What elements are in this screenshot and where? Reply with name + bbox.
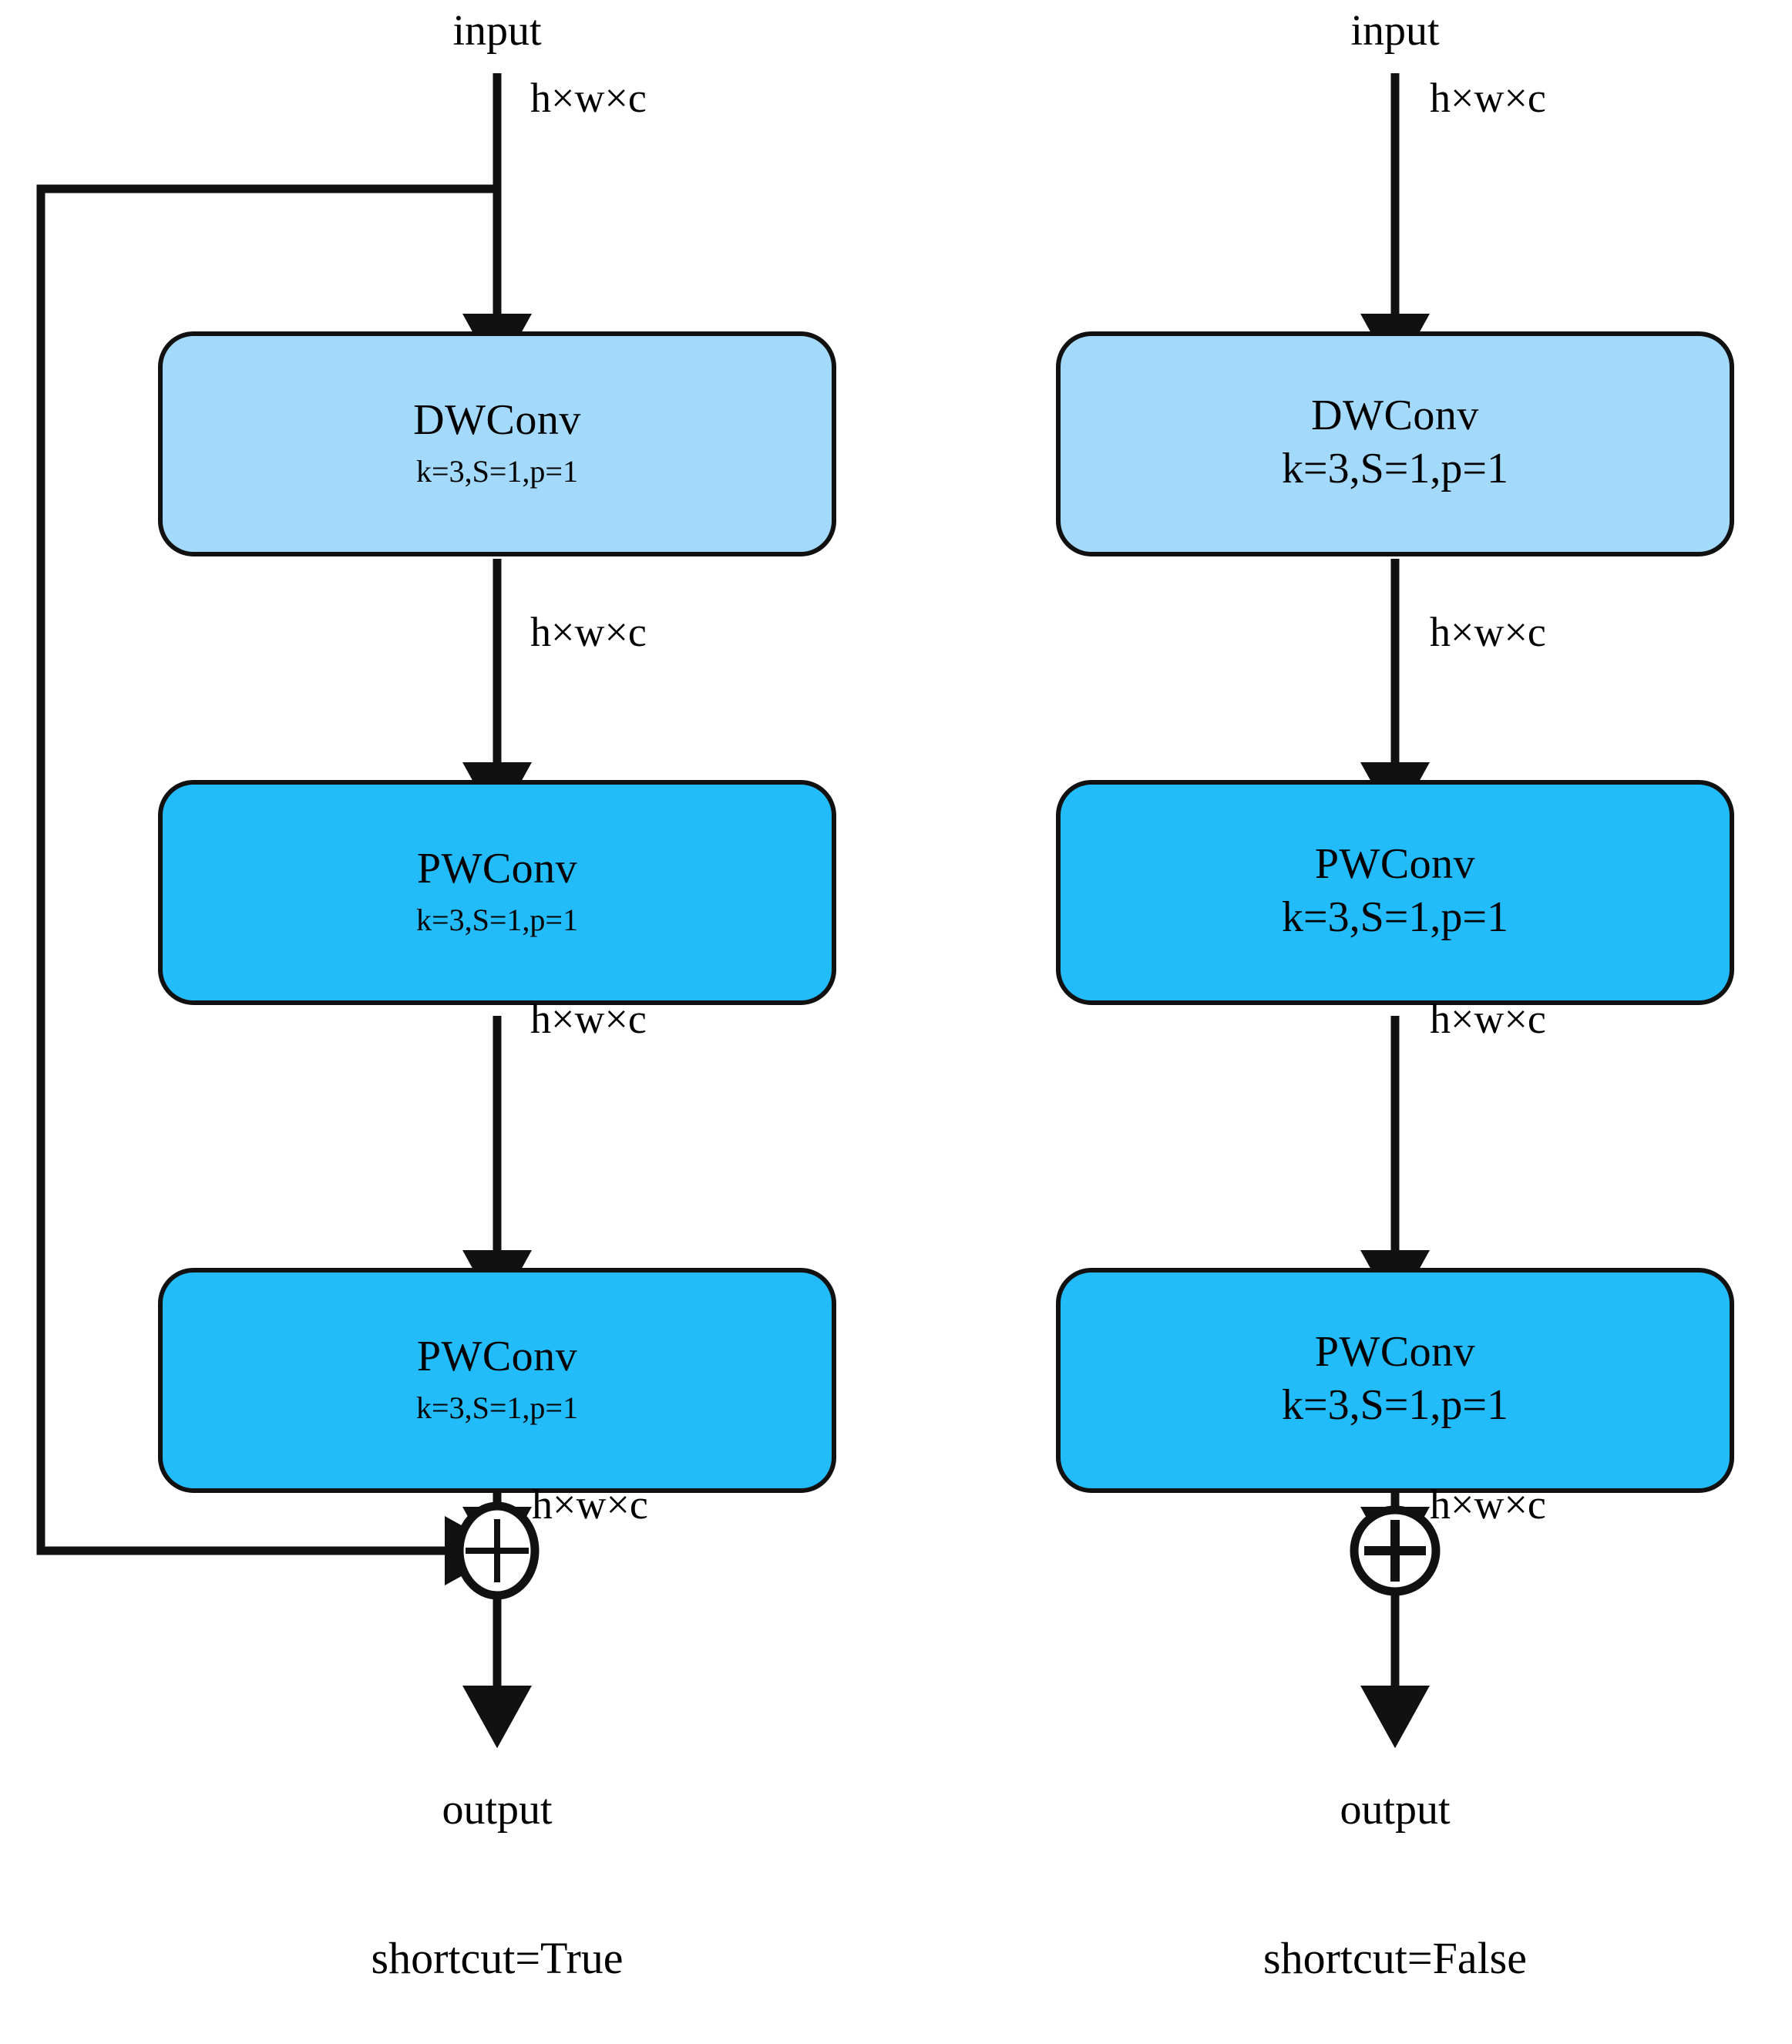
block-params: k=3,S=1,p=1 [1282, 1381, 1508, 1430]
block-left-dwconv[interactable]: DWConv k=3,S=1,p=1 [158, 331, 836, 556]
edge-label-left-0: h×w×c [530, 75, 647, 121]
block-left-pwconv-1[interactable]: PWConv k=3,S=1,p=1 [158, 780, 836, 1005]
caption-left: shortcut=True [371, 1933, 624, 1983]
output-label-right: output [1340, 1786, 1451, 1834]
block-title: PWConv [1314, 1327, 1476, 1376]
left-column-connectors [36, 73, 540, 1749]
input-label-left: input [452, 7, 542, 55]
edge-label-left-2: h×w×c [530, 996, 647, 1042]
input-label-right: input [1350, 7, 1440, 55]
block-params: k=3,S=1,p=1 [416, 902, 578, 937]
output-label-left: output [442, 1786, 553, 1834]
block-right-dwconv[interactable]: DWConv k=3,S=1,p=1 [1056, 331, 1734, 556]
block-params: k=3,S=1,p=1 [416, 453, 578, 489]
shortcut-path [36, 184, 508, 1586]
block-right-pwconv-2[interactable]: PWConv k=3,S=1,p=1 [1056, 1268, 1734, 1493]
block-params: k=3,S=1,p=1 [1282, 445, 1508, 493]
edge-label-right-1: h×w×c [1430, 609, 1546, 655]
block-title: PWConv [1314, 839, 1476, 888]
edge-label-right-0: h×w×c [1430, 75, 1546, 121]
block-params: k=3,S=1,p=1 [1282, 893, 1508, 942]
block-title: PWConv [416, 1333, 578, 1381]
edge-label-right-2: h×w×c [1430, 996, 1546, 1042]
edge-label-left-3: h×w×c [532, 1481, 648, 1528]
block-params: k=3,S=1,p=1 [416, 1390, 578, 1425]
edge-label-right-3: h×w×c [1430, 1481, 1546, 1528]
edge-label-left-1: h×w×c [530, 609, 647, 655]
block-left-pwconv-2[interactable]: PWConv k=3,S=1,p=1 [158, 1268, 836, 1493]
block-title: DWConv [413, 396, 581, 445]
block-title: PWConv [416, 845, 578, 893]
caption-right: shortcut=False [1263, 1933, 1527, 1983]
block-title: DWConv [1311, 391, 1479, 439]
right-column-connectors [1350, 73, 1441, 1749]
block-right-pwconv-1[interactable]: PWConv k=3,S=1,p=1 [1056, 780, 1734, 1005]
